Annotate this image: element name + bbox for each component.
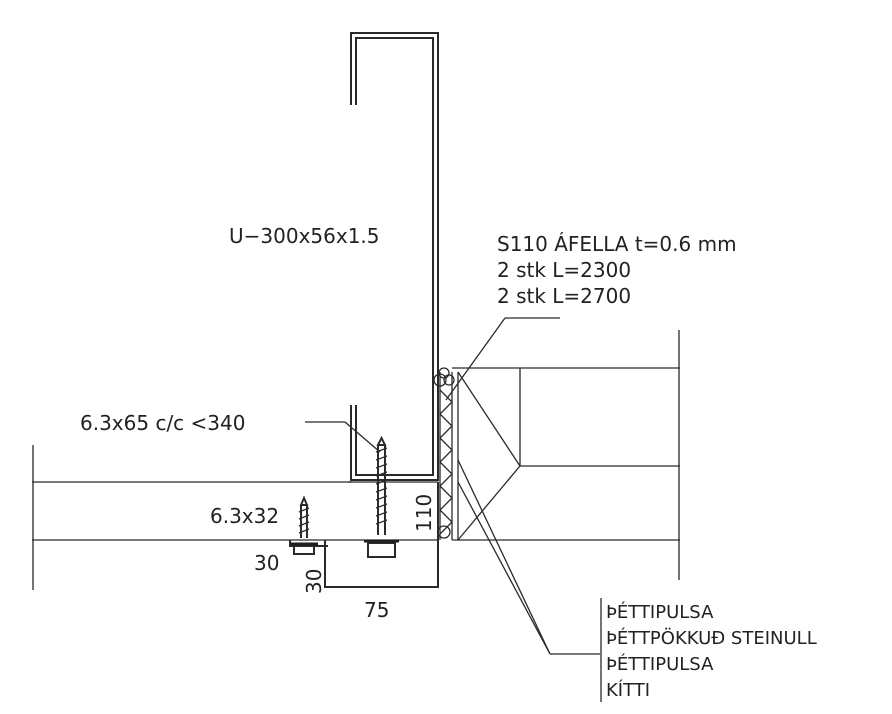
legend-item: ÞÉTTIPULSA: [606, 601, 714, 623]
channel-profile-label: U−300x56x1.5: [229, 224, 380, 248]
leader-lines: [305, 317, 602, 702]
legend-item: KÍTTI: [606, 679, 650, 701]
long-screw-label: 6.3x65 c/c <340: [80, 411, 245, 435]
dimension-30-vertical: 30: [302, 569, 326, 594]
short-screw-label: 6.3x32: [210, 504, 279, 528]
flashing-label-line2: 2 stk L=2300: [497, 258, 631, 282]
legend-item: ÞÉTTIPULSA: [606, 653, 714, 675]
flashing-label-line1: S110 ÁFELLA t=0.6 mm: [497, 232, 737, 256]
dimension-110: 110: [412, 494, 436, 532]
u-channel-profile: [350, 32, 439, 481]
sealing-strip-zigzag: [433, 367, 455, 540]
flashing-label-line3: 2 stk L=2700: [497, 284, 631, 308]
screw-short: [290, 495, 318, 555]
dimension-30-horizontal: 30: [254, 551, 279, 575]
screw-long: [364, 435, 399, 558]
wall-panel: [452, 330, 680, 580]
material-legend: ÞÉTTIPULSA ÞÉTTPÖKKUÐ STEINULL ÞÉTTIPULS…: [606, 601, 817, 701]
legend-item: ÞÉTTPÖKKUÐ STEINULL: [606, 627, 817, 649]
dimension-75: 75: [364, 598, 389, 622]
